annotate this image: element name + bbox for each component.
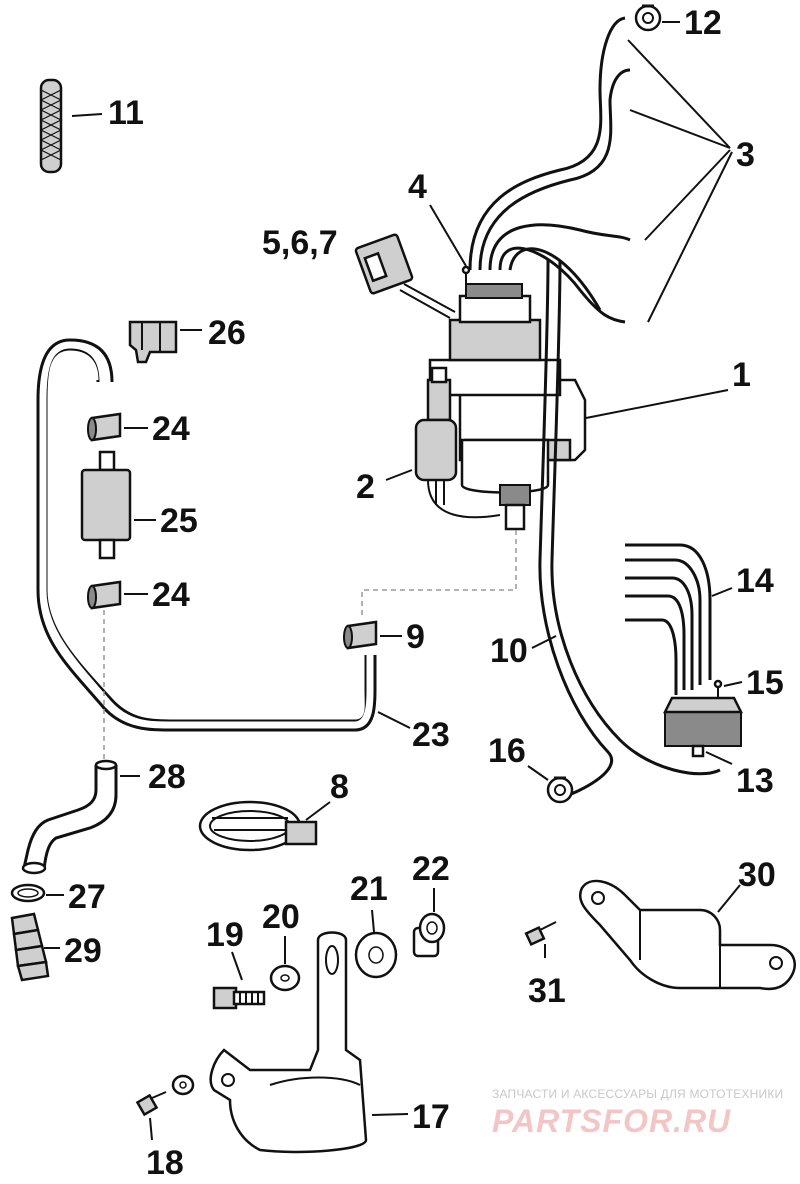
watermark: ЗАПЧАСТИ И АКСЕССУАРЫ ДЛЯ МОТОТЕХНИКИ PA… [492,1087,783,1139]
part-29-fitting [10,912,50,982]
part-21-grommet [354,931,398,979]
callout-3: 3 [736,136,755,174]
callout-26: 26 [208,314,246,352]
callout-15: 15 [746,664,784,702]
callout-11: 11 [108,94,144,132]
callout-22: 22 [412,850,450,888]
part-31-screw [524,921,557,947]
part-5-6-7-connector [354,233,456,319]
part-22-bushing [412,912,446,958]
callout-1: 1 [732,356,751,394]
callout-27: 27 [68,878,106,916]
watermark-tagline: ЗАПЧАСТИ И АКСЕССУАРЫ ДЛЯ МОТОТЕХНИКИ [492,1087,783,1101]
part-8-hose-clamp [198,800,318,852]
part-25-inline-filter [80,450,132,560]
callout-14: 14 [736,562,774,600]
callout-8: 8 [330,768,349,806]
watermark-brand: PARTSFOR.RU [492,1103,731,1139]
part-16-clamp [546,776,574,804]
callout-20: 20 [262,898,300,936]
callout-24-upper: 24 [152,410,190,448]
part-18-screw [135,1074,195,1117]
callout-5-6-7: 5,6,7 [262,224,338,262]
part-14-hose-bundle [625,543,712,695]
part-19-bolt [212,986,266,1010]
callout-29: 29 [64,932,102,970]
part-17-bracket [209,931,368,1154]
part-9-collar [343,620,378,650]
callout-9: 9 [406,618,425,656]
part-24-collar-upper [87,412,122,442]
callout-28: 28 [148,758,186,796]
callout-25: 25 [160,502,198,540]
callout-17: 17 [412,1098,450,1136]
part-23-hose [36,338,377,732]
part-12-clamp [634,4,662,32]
callout-24-lower: 24 [152,576,190,614]
callout-19: 19 [206,916,244,954]
part-13-junction-block [662,679,744,758]
callout-18: 18 [146,1144,184,1182]
part-24-collar-lower [87,580,122,610]
part-11-screen [39,78,63,174]
callout-31: 31 [528,972,566,1010]
part-26-clip [128,320,178,364]
callout-10: 10 [490,632,528,670]
leader-lines [44,21,743,1141]
callout-labels: 11 12 3 4 5,6,7 1 2 26 24 25 24 9 10 14 … [64,4,784,1182]
callout-30: 30 [738,856,776,894]
callout-13: 13 [736,762,774,800]
callout-4: 4 [408,168,427,206]
guide-line-9 [361,530,517,618]
part-1-fuel-pump-assembly [354,233,587,531]
part-28-elbow-hose [21,759,118,875]
callout-21: 21 [350,870,388,908]
part-3-hoses [468,16,631,324]
part-30-bracket [578,879,796,991]
part-10-hose [538,259,721,798]
part-20-washer [269,964,301,992]
part-27-clamp [10,883,46,903]
callout-23: 23 [412,716,450,754]
callout-16: 16 [488,732,526,770]
callout-12: 12 [684,4,722,42]
callout-2: 2 [356,468,375,506]
